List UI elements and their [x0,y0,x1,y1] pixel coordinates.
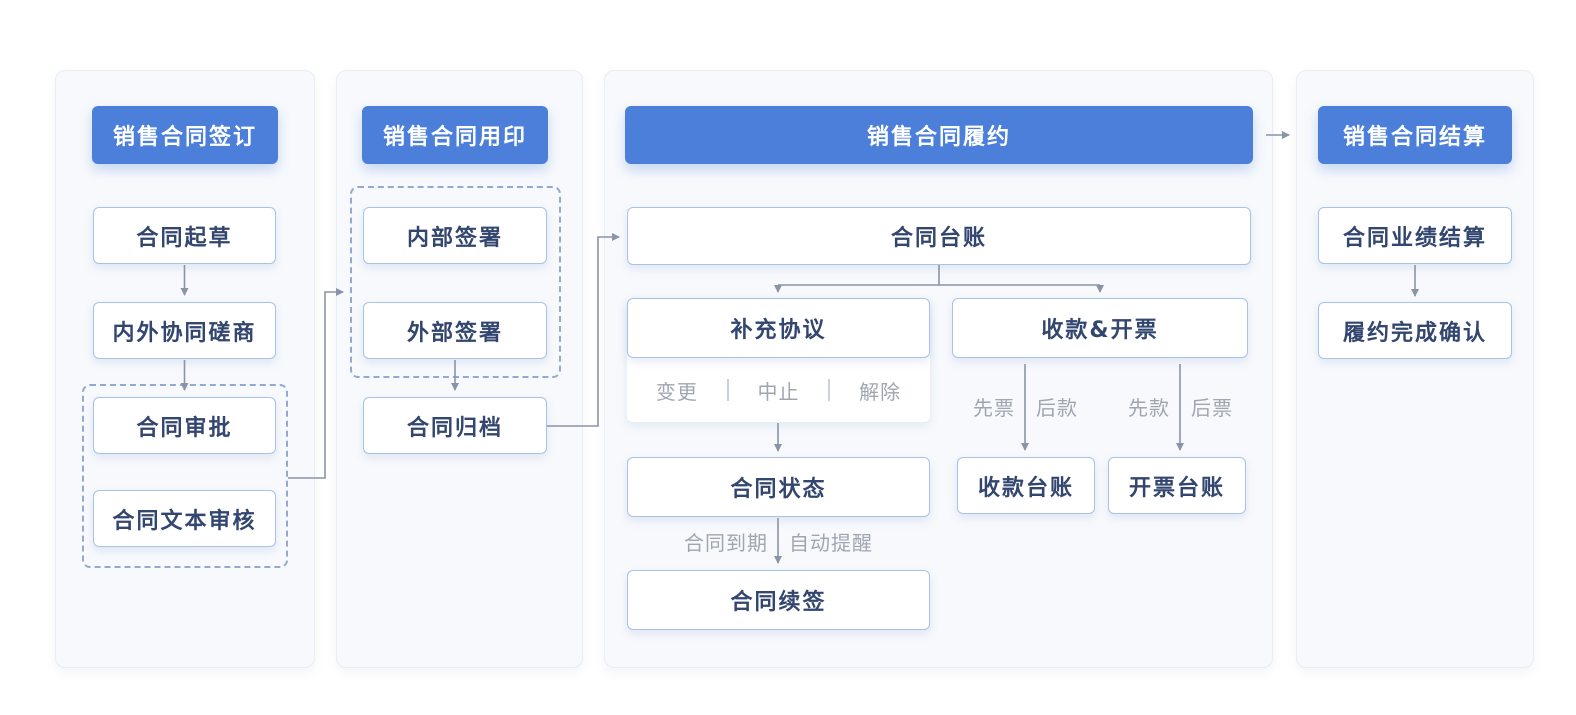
node-supplement-agreement: 补充协议 [627,298,930,358]
label-payment-first: 先款 [1128,396,1170,420]
panel-contract-sealing [336,70,583,668]
node-performance-settlement: 合同业绩结算 [1318,207,1512,264]
tag-divider [828,379,831,401]
node-external-signing: 外部签署 [363,302,547,359]
label-invoice-after: 后票 [1191,396,1233,420]
node-contract-draft: 合同起草 [93,207,276,264]
label-contract-expiry: 合同到期 [684,531,768,555]
header-contract-performance: 销售合同履约 [625,106,1253,164]
tag-terminate: 解除 [859,379,902,404]
node-completion-confirmation: 履约完成确认 [1318,302,1512,359]
node-invoicing-ledger: 开票台账 [1108,457,1246,514]
tag-suspend: 中止 [757,379,800,404]
node-internal-signing: 内部签署 [363,207,547,264]
label-invoice-first: 先票 [973,396,1015,420]
node-collection-ledger: 收款台账 [957,457,1095,514]
node-contract-ledger: 合同台账 [627,207,1251,265]
supplement-tags-row: 变更 中止 解除 [627,358,930,422]
node-contract-renewal: 合同续签 [627,570,930,630]
header-contract-signing: 销售合同签订 [92,106,278,164]
tag-change: 变更 [655,379,698,404]
label-auto-reminder: 自动提醒 [789,531,873,555]
node-contract-status: 合同状态 [627,457,930,517]
node-contract-text-review: 合同文本审核 [93,490,276,547]
label-payment-after: 后款 [1036,396,1078,420]
header-contract-sealing: 销售合同用印 [362,106,548,164]
panel-contract-settlement [1296,70,1534,668]
header-contract-settlement: 销售合同结算 [1318,106,1512,164]
tag-divider [726,379,729,401]
node-contract-archive: 合同归档 [363,397,547,454]
node-internal-external-negotiation: 内外协同磋商 [93,302,276,359]
node-collection-and-invoicing: 收款&开票 [952,298,1248,358]
node-contract-approval: 合同审批 [93,397,276,454]
